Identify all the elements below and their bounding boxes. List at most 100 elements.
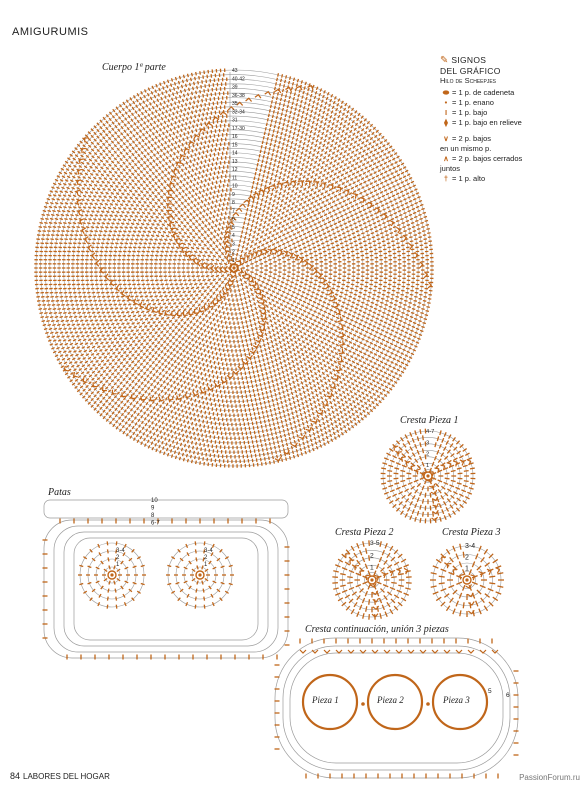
stitch-mark (194, 293, 199, 297)
stitch-mark (279, 155, 282, 160)
stitch-mark (210, 167, 213, 172)
stitch-mark (250, 323, 253, 328)
stitch-mark (193, 374, 196, 378)
stitch-mark (200, 258, 205, 261)
increase-mark (308, 263, 314, 271)
stitch-mark (160, 188, 164, 193)
stitch-mark (192, 209, 196, 214)
stitch-mark (354, 307, 359, 310)
stitch-mark (239, 278, 243, 282)
stitch-mark (389, 214, 393, 217)
stitch-mark (197, 375, 200, 380)
stitch-mark (286, 357, 290, 361)
stitch-mark (113, 382, 118, 386)
stitch-mark (293, 287, 298, 290)
stitch-mark (172, 341, 176, 346)
stitch-mark (156, 381, 160, 386)
stitch-mark (295, 378, 299, 383)
stitch-mark (159, 154, 163, 159)
stitch-mark (290, 355, 294, 359)
stitch-mark (391, 338, 396, 342)
stitch-mark (219, 198, 222, 203)
stitch-mark (251, 204, 254, 209)
stitch-mark (352, 145, 356, 149)
stitch-mark (288, 397, 291, 402)
stitch-mark (103, 195, 107, 199)
stitch-mark (286, 408, 289, 413)
stitch-mark (203, 126, 206, 131)
stitch-mark (324, 398, 328, 402)
stitch-mark (380, 301, 384, 304)
stitch-mark (180, 220, 184, 225)
stitch-mark (131, 339, 136, 343)
stitch-mark (154, 337, 158, 342)
stitch-mark (387, 196, 392, 200)
stitch-mark (112, 234, 116, 237)
stitch-mark (368, 246, 373, 249)
stitch-mark (168, 372, 172, 377)
stitch-mark (98, 195, 102, 198)
stitch-mark (356, 376, 361, 380)
increase-mark (167, 189, 174, 195)
stitch-mark (111, 358, 116, 362)
stitch-mark (355, 285, 359, 288)
stitch-mark (218, 290, 222, 294)
stitch-mark (200, 293, 204, 297)
stitch-mark (256, 232, 260, 237)
stitch-mark (291, 215, 295, 219)
stitch-mark (139, 183, 144, 187)
stitch-mark (366, 326, 371, 330)
stitch-mark (316, 150, 320, 155)
stitch-mark (282, 122, 285, 127)
stitch-mark (302, 309, 307, 313)
stitch-mark (207, 254, 211, 258)
increase-mark (259, 298, 265, 304)
stitch-mark (209, 271, 214, 274)
stitch-mark (199, 404, 202, 409)
stitch-mark (340, 372, 345, 377)
stitch-mark (174, 213, 178, 217)
stitch-mark (145, 355, 149, 359)
stitch-mark (375, 234, 380, 237)
stitch-mark (248, 249, 252, 254)
stitch-mark (278, 323, 282, 328)
stitch-mark (119, 374, 123, 379)
stitch-mark (73, 315, 78, 318)
stitch-mark (168, 326, 173, 330)
stitch-mark (122, 357, 127, 362)
stitch-mark (326, 244, 330, 247)
stitch-mark (332, 301, 336, 304)
stitch-mark (143, 377, 147, 382)
stitch-mark (265, 179, 268, 184)
stitch-mark (217, 361, 220, 366)
stitch-mark (131, 379, 135, 384)
stitch-mark (311, 349, 316, 353)
increase-mark (223, 240, 231, 246)
stitch-mark (309, 252, 313, 255)
stitch-mark (379, 228, 383, 231)
stitch-mark (355, 148, 359, 152)
stitch-mark (178, 301, 182, 305)
stitch-mark (333, 373, 337, 377)
stitch-mark (251, 219, 255, 223)
stitch-mark (131, 392, 136, 396)
stitch-mark (220, 320, 223, 324)
stitch-mark (365, 348, 369, 352)
stitch-mark (257, 320, 261, 325)
stitch-mark (141, 132, 146, 137)
stitch-mark (275, 397, 278, 402)
stitch-mark (117, 218, 122, 221)
stitch-mark (319, 308, 323, 312)
stitch-mark (401, 311, 405, 315)
stitch-mark (107, 188, 112, 192)
stitch-mark (352, 373, 356, 378)
stitch-mark (213, 190, 216, 195)
stitch-mark (171, 415, 174, 419)
stitch-mark (206, 382, 209, 387)
stitch-mark (362, 383, 366, 387)
stitch-mark (196, 330, 200, 335)
stitch-mark (261, 243, 265, 247)
stitch-mark (358, 309, 363, 312)
stitch-mark (272, 256, 276, 259)
stitch-mark (385, 234, 389, 237)
